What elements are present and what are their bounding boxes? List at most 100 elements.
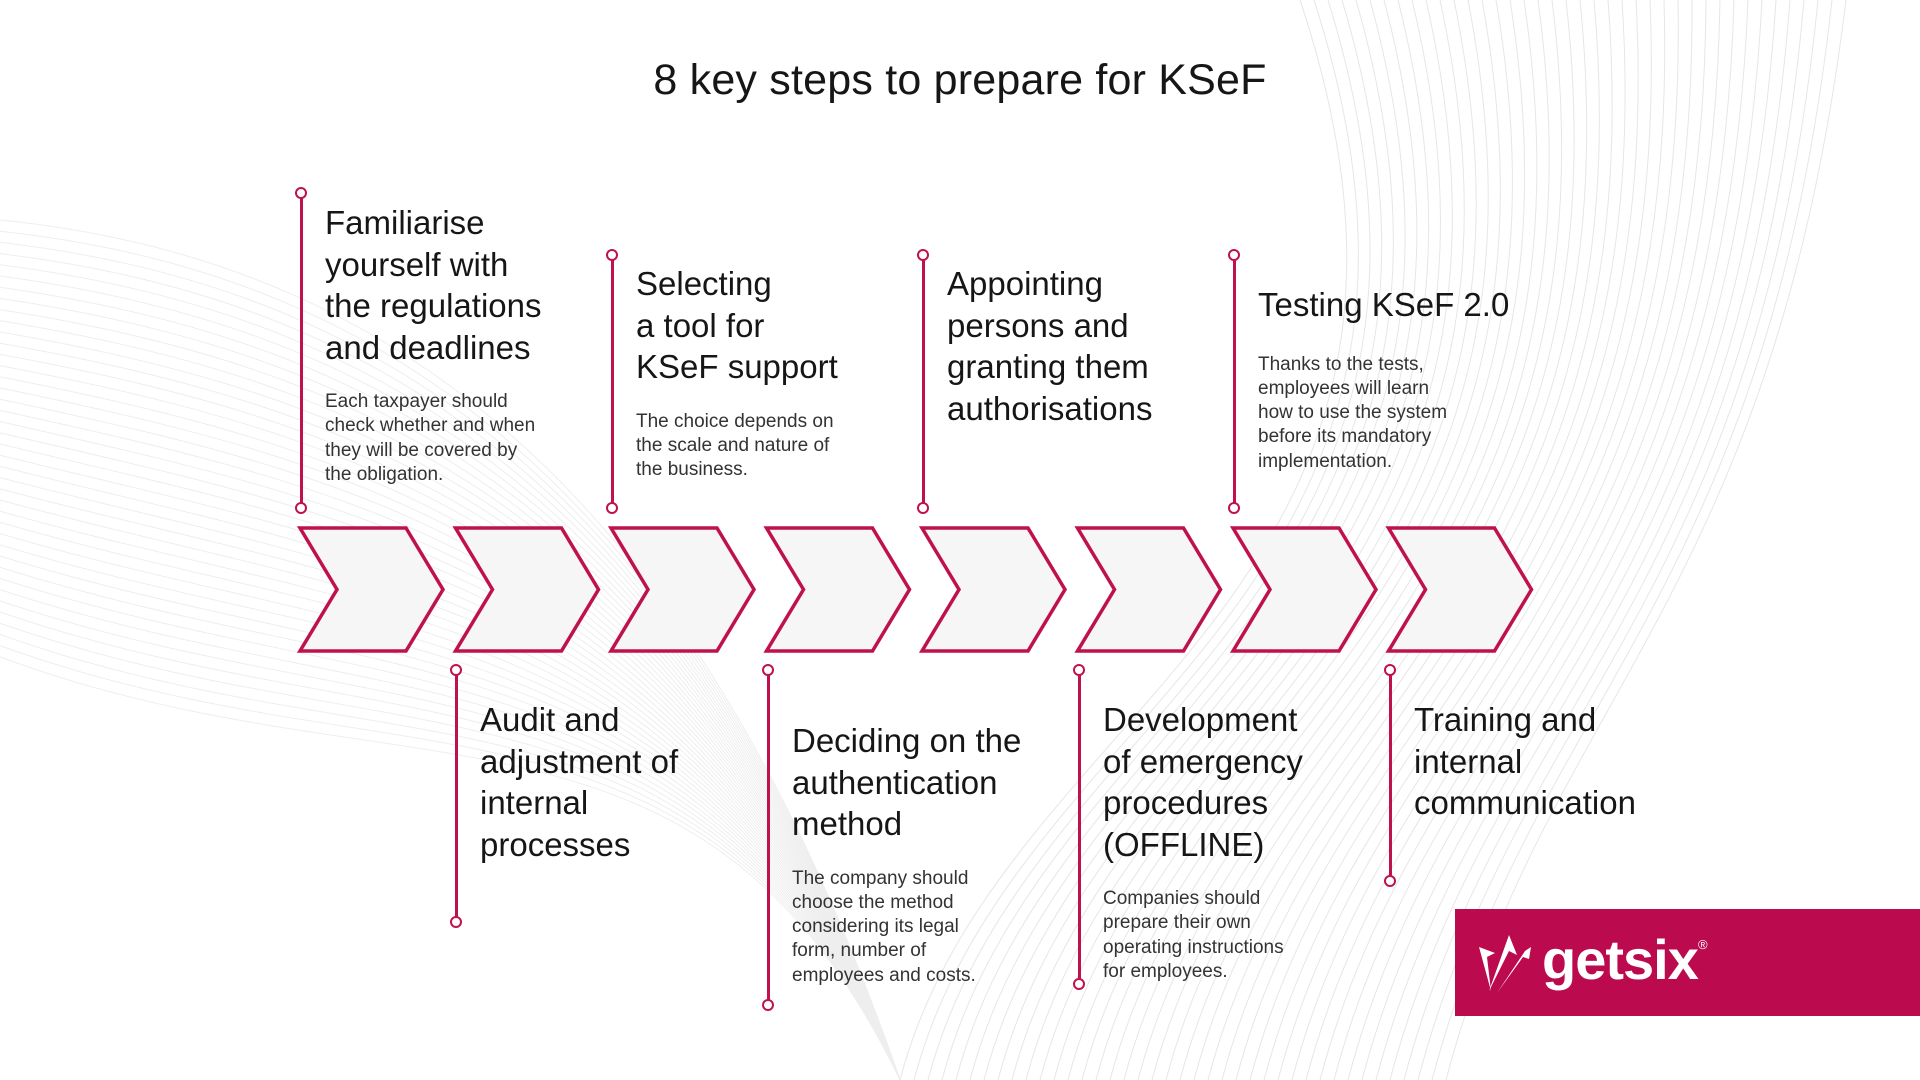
step-description: Thanks to the tests,employees will learn… (1258, 353, 1509, 474)
step-description-line: prepare their own (1103, 912, 1251, 934)
step-heading-line: Training and (1414, 701, 1597, 738)
step-heading-line: Audit and (480, 701, 620, 738)
step-heading-line: Development (1103, 701, 1298, 738)
step-heading-line: internal (1414, 742, 1523, 780)
connector-dot-icon (606, 502, 618, 514)
step-description-line: employees will learn (1258, 377, 1430, 399)
registered-mark: ® (1698, 937, 1708, 952)
step-heading: Audit and adjustment of internal processes (480, 699, 678, 865)
step-description-line: the obligation. (325, 463, 444, 485)
step-heading-line: procedures (1103, 784, 1269, 821)
connector-dot-icon (762, 999, 774, 1011)
step-description-line: before its mandatory (1258, 426, 1432, 448)
step-description-line: Thanks to the tests, (1258, 353, 1424, 375)
connector-dot-icon (1073, 978, 1085, 990)
step-6-connector-line (1073, 664, 1085, 990)
step-heading-line: granting them (947, 348, 1149, 385)
connector-dot-icon (295, 502, 307, 514)
step-description-line: considering its legal (792, 916, 959, 938)
step-description-line: operating instructions (1103, 936, 1284, 958)
step-heading-line: Deciding on the (792, 722, 1022, 759)
chevron-step-8 (1385, 526, 1534, 653)
connector-dot-icon (295, 187, 307, 199)
step-6: Development of emergency procedures (OFFLIN… (1103, 699, 1303, 984)
connector-dot-icon (1228, 249, 1240, 261)
step-description-line: The choice depends on (636, 410, 834, 432)
step-heading: Testing KSeF 2.0 (1258, 284, 1509, 326)
chevron-step-1 (296, 526, 446, 653)
step-heading-line: a tool for (636, 306, 765, 344)
connector-dot-icon (762, 664, 774, 676)
step-heading-line: authentication (792, 763, 998, 801)
step-heading-line: persons and (947, 306, 1129, 344)
getsix-logo: getsix ® (1455, 909, 1920, 1016)
step-5-connector-line (917, 249, 929, 514)
step-description-line: choose the method (792, 891, 954, 913)
step-heading-line: Testing KSeF 2.0 (1258, 286, 1510, 323)
step-heading: Training and internal communication (1414, 699, 1636, 824)
connector-dot-icon (1073, 664, 1085, 676)
chevron-step-3 (607, 526, 757, 653)
chevron-step-7 (1229, 526, 1379, 653)
step-8-connector-line (1384, 664, 1396, 887)
step-description-line: they will be covered by (325, 439, 518, 461)
arrows-logo-icon (1479, 935, 1531, 993)
connector-dot-icon (917, 502, 929, 514)
step-description-line: check whether and when (325, 415, 536, 437)
page-title: 8 key steps to prepare for KSeF (653, 56, 1267, 104)
step-heading-line: of emergency (1103, 742, 1303, 780)
step-3-connector-line (606, 249, 618, 514)
step-description-line: employees and costs. (792, 964, 976, 986)
step-description-line: for employees. (1103, 960, 1228, 982)
step-heading: Appointing persons and granting them author… (947, 263, 1152, 429)
step-description: Each taxpayer should check whether and wh… (325, 390, 541, 487)
step-description-line: implementation. (1258, 450, 1393, 472)
step-4-connector-line (762, 664, 774, 1011)
step-heading-line: KSeF support (636, 348, 838, 385)
logo-wordmark: getsix (1542, 928, 1699, 991)
step-1-connector-line (295, 187, 307, 514)
step-heading-line: the regulations (325, 287, 542, 324)
step-5: Appointing persons and granting them author… (947, 263, 1152, 429)
step-description-line: Companies should (1103, 888, 1261, 909)
step-heading: Deciding on the authentication method (792, 720, 1021, 845)
connector-dot-icon (917, 249, 929, 261)
step-description-line: form, number of (792, 940, 927, 962)
step-7-connector-line (1228, 249, 1240, 514)
chevron-step-5 (918, 526, 1068, 653)
chevron-step-2 (452, 526, 601, 653)
step-heading-line: Familiarise (325, 204, 485, 241)
step-heading-line: processes (480, 825, 631, 863)
connector-dot-icon (606, 249, 618, 261)
connector-dot-icon (1384, 875, 1396, 887)
step-8: Training and internal communication (1414, 699, 1636, 824)
step-2: Audit and adjustment of internal processes (480, 699, 678, 865)
step-heading-line: adjustment of (480, 742, 679, 780)
step-heading-line: authorisations (947, 389, 1153, 427)
connector-dot-icon (450, 664, 462, 676)
chevron-step-4 (763, 526, 912, 653)
step-description-line: The company should (792, 867, 969, 889)
step-heading-line: internal (480, 784, 589, 821)
step-heading-line: Selecting (636, 265, 772, 302)
step-heading-line: Appointing (947, 265, 1103, 302)
step-2-connector-line (450, 664, 462, 928)
step-description-line: the scale and nature of (636, 434, 830, 456)
connector-dot-icon (1228, 502, 1240, 514)
step-heading-line: communication (1414, 784, 1636, 821)
step-description-line: Each taxpayer should (325, 391, 508, 412)
step-heading-line: (OFFLINE) (1103, 825, 1265, 863)
step-heading-line: method (792, 805, 903, 842)
step-heading-line: yourself with (325, 245, 509, 283)
connector-dot-icon (1384, 664, 1396, 676)
